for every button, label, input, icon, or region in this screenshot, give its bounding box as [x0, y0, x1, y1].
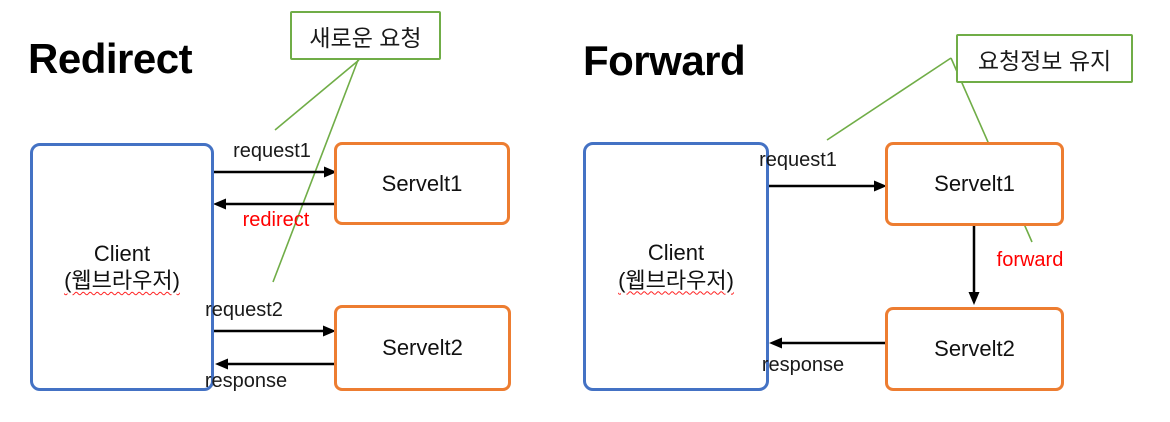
- forward-forward-label: forward: [996, 249, 1064, 271]
- forward-response-arrow: [769, 337, 885, 349]
- redirect-request1-label: request1: [233, 140, 311, 162]
- forward-request1-label: request1: [759, 149, 837, 171]
- redirect-request2-label: request2: [205, 299, 283, 321]
- redirect-servlet2-box: Servelt2: [334, 305, 511, 391]
- forward-client-label: Client: [647, 240, 705, 265]
- redirect-client-label: Client: [93, 240, 151, 266]
- forward-servlet2-box: Servelt2: [885, 307, 1064, 391]
- forward-callout-text: 요청정보 유지: [977, 47, 1112, 74]
- forward-servlet2-label: Servelt2: [934, 336, 1015, 361]
- forward-client-box: Client (웹브라우저): [583, 142, 769, 391]
- forward-request1-arrow: [769, 180, 887, 192]
- forward-title: Forward: [583, 37, 746, 84]
- redirect-redirect-arrow: [213, 198, 334, 210]
- redirect-servlet2-label: Servelt2: [382, 335, 463, 360]
- redirect-response-arrow: [215, 358, 334, 370]
- redirect-servlet1-label: Servelt1: [381, 170, 463, 196]
- redirect-request2-arrow: [214, 325, 336, 337]
- forward-callout-box: 요청정보 유지: [956, 34, 1133, 83]
- redirect-callout-box: 새로운 요청: [290, 11, 441, 60]
- redirect-callout-text: 새로운 요청: [309, 24, 422, 51]
- redirect-request1-arrow: [214, 166, 337, 178]
- forward-response-label: response: [761, 354, 845, 376]
- forward-client-sublabel: (웹브라우저): [618, 267, 734, 293]
- forward-servlet1-label: Servelt1: [934, 171, 1015, 196]
- redirect-response-label: response: [204, 370, 288, 392]
- redirect-servlet1-box: Servelt1: [334, 142, 510, 225]
- redirect-client-sublabel: (웹브라우저): [64, 268, 180, 293]
- redirect-client-box: Client (웹브라우저): [30, 143, 214, 391]
- redirect-title: Redirect: [28, 35, 193, 82]
- redirect-redirect-label: redirect: [242, 209, 310, 231]
- forward-servlet1-box: Servelt1: [885, 142, 1064, 226]
